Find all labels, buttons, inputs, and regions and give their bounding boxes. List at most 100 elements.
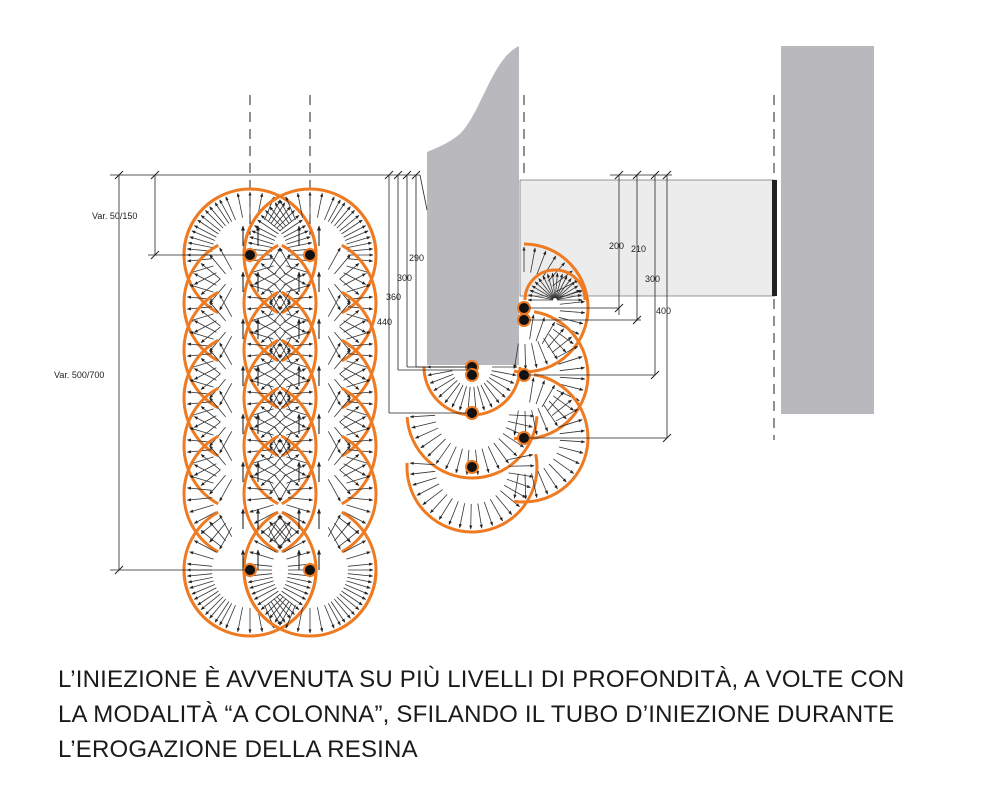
- bulb-column-left-ray: [267, 342, 281, 365]
- bulb-column-left-ray: [189, 236, 214, 245]
- bulb-column-right-ray: [346, 360, 371, 369]
- bulb-column-left-ray: [189, 284, 214, 293]
- dimension-label-var-50-150: Var. 50/150: [92, 211, 137, 221]
- bulb-column-right-ray: [279, 438, 293, 461]
- bulb-column-left-outline: [281, 243, 318, 363]
- bulb-column-right-ray: [246, 486, 273, 491]
- bulb-top-right-ray: [551, 272, 556, 299]
- bulb-column-left-ray: [193, 511, 217, 524]
- injection-diagram: Var. 50/150 Var. 500/700 290 300 360 440…: [54, 46, 874, 638]
- caption: L’INIEZIONE È AVVENUTA SU PIÙ LIVELLI DI…: [58, 662, 978, 767]
- bulb-right-3-ray: [559, 429, 585, 435]
- bulb-column-left-ray: [279, 358, 300, 375]
- bulb-base-1-ray: [429, 373, 454, 384]
- injection-point: [303, 248, 317, 262]
- bulb-column-right-ray: [343, 367, 367, 380]
- bulb-column-right-ray: [339, 278, 360, 295]
- bulb-right-1-ray: [536, 250, 547, 275]
- bulb-column-right-ray: [327, 383, 341, 406]
- bulb-column-right-ray: [296, 192, 303, 218]
- bulb-column-left-ray: [189, 456, 214, 465]
- bulb-top-right-ray: [534, 281, 554, 299]
- bulb-top-right-ray: [555, 278, 572, 299]
- bulb-column-left-ray: [225, 196, 236, 221]
- bulb-column-left-ray: [189, 551, 214, 560]
- bulb-column-left-ray: [214, 202, 230, 224]
- bulb-base-2-ray: [415, 427, 439, 439]
- bulb-column-right-ray: [249, 284, 274, 293]
- bulb-column-left-ray: [274, 445, 291, 466]
- bulb-column-left-ray: [274, 254, 291, 275]
- bulb-column-right-ray: [327, 247, 341, 270]
- bulb-column-right-ray: [339, 421, 360, 438]
- bulb-column-right-ray: [346, 408, 371, 417]
- bulb-base-2-ray: [502, 433, 525, 448]
- bulb-right-2-ray: [558, 383, 584, 391]
- bulb-base-3-ray: [489, 498, 503, 522]
- bulb-top-right-ray: [528, 294, 554, 301]
- bulb-column-right-outline: [242, 243, 279, 363]
- bulb-column-right-ray: [339, 454, 360, 471]
- bulb-column-right-ray: [260, 469, 281, 486]
- bulb-column-right-ray: [339, 310, 360, 327]
- bulb-column-right-ray: [346, 580, 371, 589]
- bulb-column-right-ray: [249, 580, 274, 589]
- bulb-column-right-ray: [327, 527, 341, 550]
- bulb-column-right-ray: [327, 438, 341, 461]
- bulb-column-right-ray: [343, 415, 367, 428]
- bulb-column-right-ray: [265, 596, 284, 615]
- bulb-right-2-ray: [547, 328, 565, 348]
- dimension-label-440: 440: [377, 317, 392, 327]
- bulb-right-2-ray: [537, 408, 548, 432]
- bulb-column-left-ray: [279, 421, 300, 438]
- bulb-top-right-ray: [531, 285, 554, 300]
- bulb-base-3-ray: [483, 501, 493, 526]
- bulb-column-right-ray: [249, 331, 274, 340]
- bulb-right-3-ray: [523, 473, 528, 500]
- bulb-column-left-ray: [189, 379, 214, 388]
- bulb-column-left-ray: [267, 199, 281, 222]
- bulb-column-right-outline: [242, 434, 279, 554]
- bulb-column-left-ray: [209, 598, 226, 619]
- dimension-label-200: 200: [609, 241, 624, 251]
- bulb-base-1-ray: [438, 380, 458, 398]
- bulb-column-right-ray: [343, 225, 367, 238]
- bulb-column-right-ray: [249, 427, 274, 436]
- bulb-column-left-ray: [287, 577, 313, 584]
- bulb-column-right-ray: [257, 590, 279, 606]
- bulb-column-left-ray: [279, 454, 300, 471]
- bulb-column-left-ray: [193, 463, 217, 476]
- bulb-column-right-outline: [341, 338, 378, 458]
- bulb-base-2-ray: [493, 442, 509, 464]
- injection-point: [465, 368, 479, 382]
- bulb-column-left-outline: [182, 290, 219, 410]
- bulb-column-right-ray: [327, 288, 341, 311]
- bulb-column-right-ray: [279, 527, 293, 550]
- bulb-right-2-ray: [543, 404, 558, 427]
- bulb-column-left-ray: [286, 236, 311, 245]
- bulb-column-right-ray: [279, 431, 293, 454]
- bulb-column-right-ray: [344, 584, 369, 595]
- bulb-column-left-ray: [279, 263, 300, 280]
- bulb-column-left-ray: [193, 587, 217, 600]
- bulb-column-left-ray: [281, 590, 303, 606]
- bulb-column-left-ray: [200, 278, 221, 295]
- bulb-column-left-ray: [200, 593, 221, 610]
- bulb-column-right-ray: [249, 379, 274, 388]
- bulb-column-right-ray: [327, 294, 341, 317]
- bulb-base-3-ray: [410, 470, 436, 476]
- dimension-label-400: 400: [656, 306, 671, 316]
- bulb-column-left-ray: [283, 367, 307, 380]
- bulb-column-right-ray: [253, 540, 277, 553]
- injection-point: [465, 460, 479, 474]
- bulb-base-2-outline: [405, 416, 539, 480]
- bulb-column-left-ray: [287, 486, 314, 491]
- bulb-column-left-ray: [287, 497, 314, 502]
- bulb-column-right-ray: [336, 210, 355, 229]
- bulb-column-right-ray: [339, 263, 360, 280]
- bulb-column-right-ray: [260, 530, 281, 547]
- dimension-label-210: 210: [631, 244, 646, 254]
- dimension-label-300-left: 300: [397, 273, 412, 283]
- bulb-top-right-ray: [556, 289, 581, 300]
- bulb-column-right-ray: [339, 358, 360, 375]
